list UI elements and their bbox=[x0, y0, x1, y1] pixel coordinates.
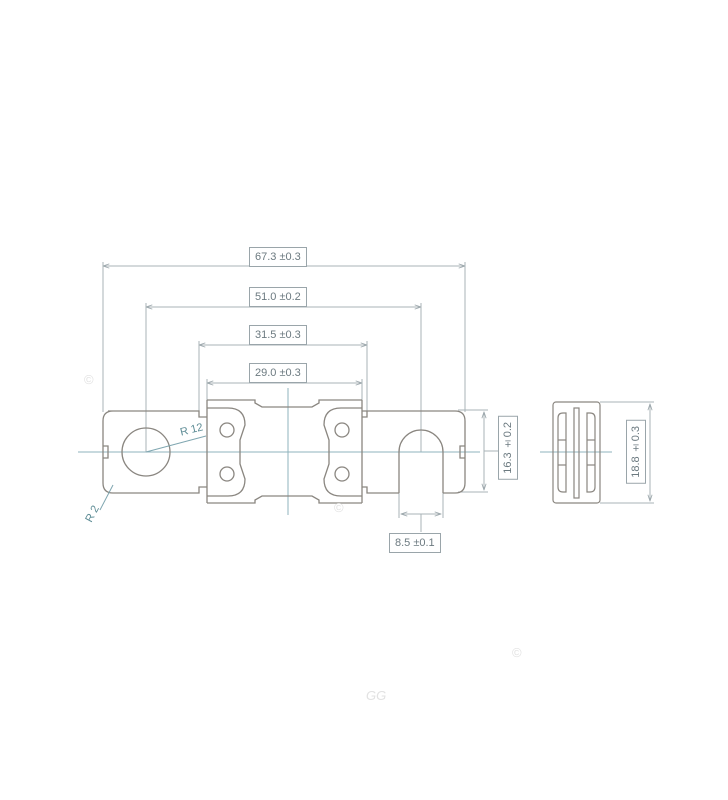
dimension-lines bbox=[103, 262, 654, 532]
copyright-watermark: © bbox=[84, 372, 94, 387]
dim-body-length: 31.5 ±0.3 bbox=[249, 325, 307, 345]
copyright-watermark: © bbox=[334, 500, 344, 515]
fuse-side-view bbox=[552, 401, 601, 504]
dim-body-inner-length: 29.0 ±0.3 bbox=[249, 363, 307, 383]
dim-overall-length: 67.3 ±0.3 bbox=[249, 247, 307, 267]
radius-leaders bbox=[99, 435, 207, 511]
dim-hole-pitch: 51.0 ±0.2 bbox=[249, 287, 307, 307]
fuse-front-view bbox=[102, 399, 466, 504]
dim-terminal-width: 16.3 ±0.2 bbox=[498, 416, 518, 480]
copyright-watermark: © bbox=[512, 645, 522, 660]
dim-slot-width: 8.5 ±0.1 bbox=[389, 533, 441, 553]
dim-side-height: 18.8 ±0.3 bbox=[626, 420, 646, 484]
signature-watermark: GG bbox=[366, 688, 387, 703]
